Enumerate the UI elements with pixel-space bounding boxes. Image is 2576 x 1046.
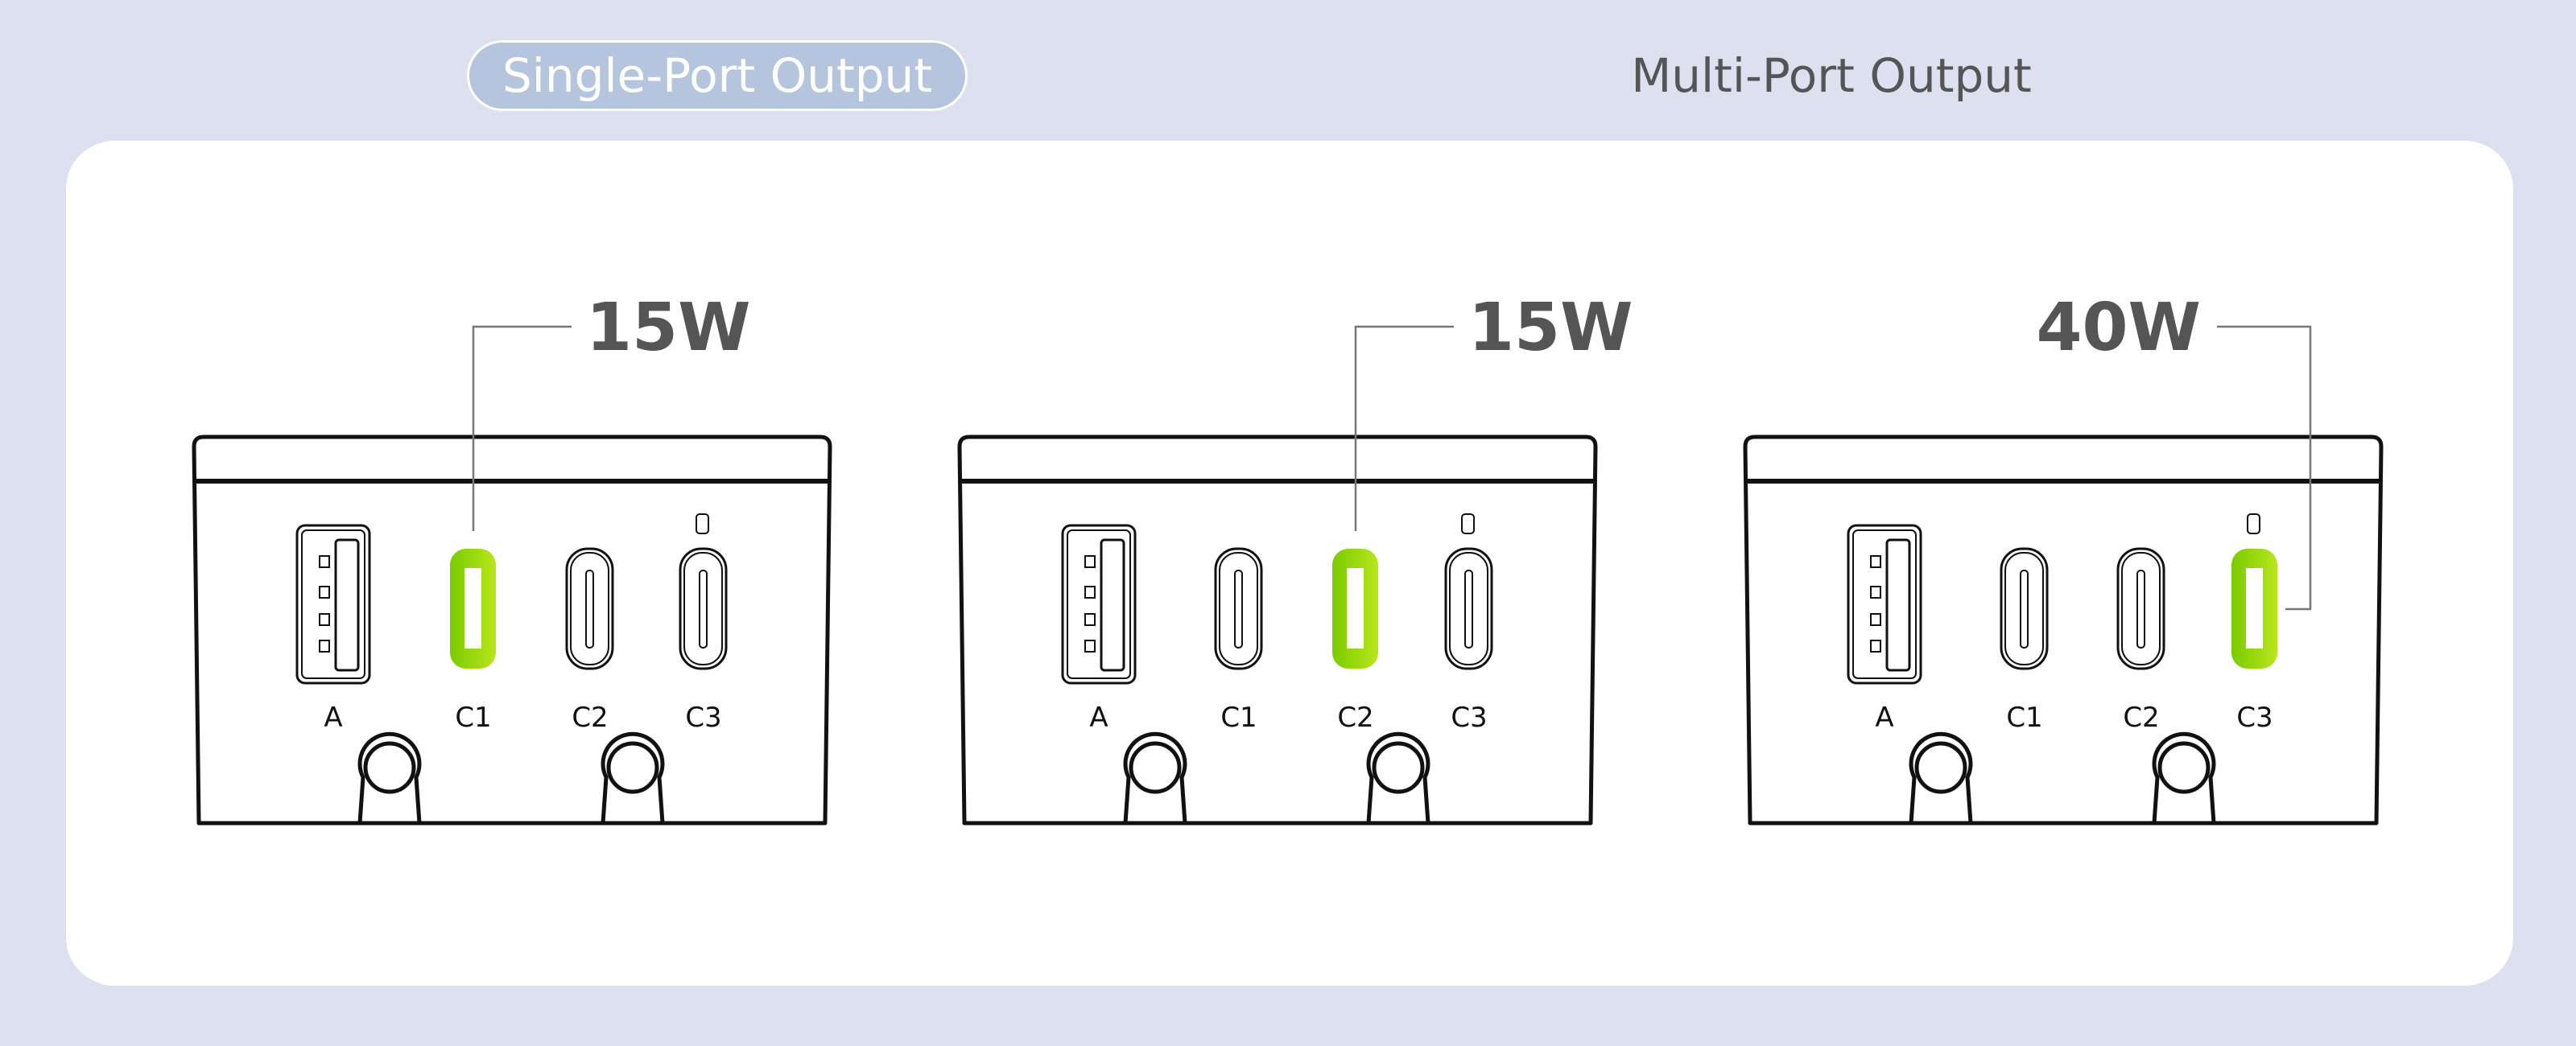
mounting-knob [1129,741,1182,794]
usb-c-port-slot [1234,570,1243,649]
usb-c-port-c2 [565,547,614,670]
usb-c-port-slot [2136,570,2145,649]
charger-device: A C1 C2 C3 15W [192,290,832,826]
mounting-stem [1123,731,1187,824]
mounting-stem [2152,731,2216,824]
usb-a-pin [1084,555,1096,568]
usb-a-pin [1084,640,1096,653]
usb-a-tongue [1100,538,1125,672]
port-label: C2 [1337,702,1373,734]
usb-a-port [295,524,371,685]
mounting-knob [363,741,416,794]
port-label: C3 [1451,702,1487,734]
power-label: 40W [2036,290,2201,366]
usb-a-pin [319,555,330,568]
usb-c-port-slot [464,568,481,649]
port-label: C2 [572,702,608,734]
usb-a-pin [1870,586,1881,599]
usb-c-port-outer [679,547,728,670]
port-label: C1 [1220,702,1257,734]
usb-c-port-slot [1347,568,1364,649]
usb-c-port-outer [2116,547,2165,670]
port-label: A [1875,702,1893,734]
tab-single-port-output[interactable]: Single-Port Output [467,40,968,111]
charger-device: A C1 C2 C3 40W [1743,290,2384,826]
usb-a-tongue [334,538,360,672]
usb-c-port-slot [1464,570,1473,649]
usb-a-pin [1870,640,1881,653]
port-label: C1 [455,702,491,734]
mounting-knob [1914,741,1967,794]
usb-c-port-inner [683,552,723,665]
port-label: C3 [2236,702,2273,734]
mounting-knob [1372,741,1425,794]
usb-a-inner [1852,529,1917,679]
usb-c-port-outer [1444,547,1493,670]
usb-c-port-outer [1214,547,1263,670]
usb-a-pin [1084,613,1096,626]
usb-c-port-c1 [2000,547,2049,670]
callout-line [472,325,572,531]
mounting-stem [601,731,665,824]
device-body [957,434,1598,826]
mounting-stem [1909,731,1973,824]
mounting-knob [2157,741,2211,794]
usb-a-inner [301,529,365,679]
usb-c-port-slot [2246,568,2263,649]
usb-a-pin [1084,586,1096,599]
phone-icon [2247,513,2260,534]
mounting-stem [1366,731,1430,824]
usb-c-port-c3 [2231,549,2277,669]
usb-a-port [1061,524,1137,685]
usb-c-port-inner [2004,552,2044,665]
usb-c-port-c2 [2116,547,2165,670]
device-body [192,434,832,826]
port-label: A [1089,702,1108,734]
charger-device: A C1 C2 C3 15W [957,290,1633,826]
usb-a-outer [1847,524,1922,685]
usb-a-pin [1870,555,1881,568]
tab-multi-port-output[interactable]: Multi-Port Output [1631,48,2032,103]
phone-icon [696,513,709,534]
usb-c-port-c2 [1332,549,1378,669]
usb-c-port-inner [1449,552,1488,665]
port-label: C2 [2123,702,2159,734]
usb-a-pin [319,640,330,653]
port-label: A [324,702,342,734]
usb-c-port-c3 [679,547,728,670]
callout-line [2217,325,2312,611]
usb-c-port-outer [565,547,614,670]
usb-c-port-c1 [450,549,496,669]
usb-a-pin [1870,613,1881,626]
port-label: C1 [2006,702,2042,734]
usb-c-port-outer [2000,547,2049,670]
mounting-stem [357,731,422,824]
usb-a-inner [1067,529,1131,679]
usb-a-outer [295,524,371,685]
usb-c-port-slot [2020,570,2029,649]
usb-a-tongue [1885,538,1911,672]
power-label: 15W [1468,290,1633,366]
usb-c-port-c3 [1444,547,1493,670]
usb-c-port-inner [1219,552,1258,665]
usb-a-pin [319,586,330,599]
usb-a-pin [319,613,330,626]
device-body [1743,434,2384,826]
usb-c-port-slot [699,570,708,649]
usb-c-port-c1 [1214,547,1263,670]
port-label: C3 [685,702,721,734]
usb-c-port-inner [2121,552,2161,665]
usb-a-outer [1061,524,1137,685]
mounting-knob [606,741,659,794]
power-label: 15W [586,290,751,366]
usb-c-port-inner [570,552,609,665]
usb-c-port-slot [585,570,594,649]
usb-a-port [1847,524,1922,685]
phone-icon [1461,513,1475,534]
callout-line [1354,325,1454,531]
